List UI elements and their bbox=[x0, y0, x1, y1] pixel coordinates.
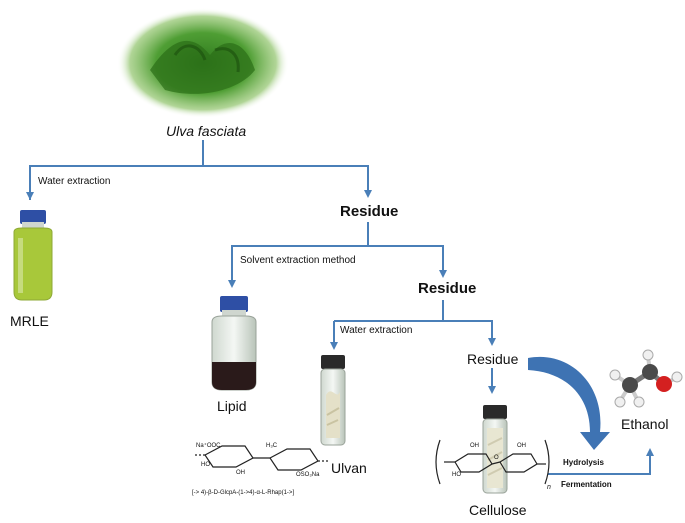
ulvan-tube bbox=[320, 355, 346, 446]
ulvan-group-oso3: OSO₃Na bbox=[296, 472, 320, 478]
connector-level-2 bbox=[231, 245, 447, 278]
step-solvent-extraction: Solvent extraction method bbox=[240, 255, 356, 266]
mrle-bottle bbox=[13, 210, 53, 301]
connector-level-3 bbox=[334, 320, 496, 346]
ulvan-structure bbox=[195, 445, 328, 471]
cellulose-group-ho: HO bbox=[452, 472, 461, 478]
lipid-bottle bbox=[211, 296, 257, 391]
ulvan-group-ho: HO bbox=[201, 462, 210, 468]
step-water-extraction-1: Water extraction bbox=[38, 176, 111, 187]
residue-2-label: Residue bbox=[418, 280, 477, 297]
curved-arrow bbox=[528, 356, 610, 450]
seaweed-photo bbox=[117, 8, 289, 118]
residue-3-label: Residue bbox=[467, 351, 519, 367]
step-fermentation: Fermentation bbox=[561, 480, 612, 489]
species-label: Ulva fasciata bbox=[166, 123, 247, 139]
step-water-extraction-2: Water extraction bbox=[340, 325, 413, 336]
cellulose-structure bbox=[435, 439, 550, 485]
ethanol-molecule bbox=[609, 349, 683, 408]
step-hydrolysis: Hydrolysis bbox=[563, 458, 604, 467]
cellulose-tube bbox=[482, 405, 508, 494]
ulvan-repeat-unit: [-> 4)-β-D-GlcpA-(1->4)-α-L-Rhap(1->] bbox=[192, 490, 295, 496]
ethanol-label: Ethanol bbox=[621, 416, 669, 432]
lipid-label: Lipid bbox=[217, 398, 247, 414]
ulvan-label: Ulvan bbox=[331, 460, 367, 476]
ulvan-group-ch3: H₃C bbox=[266, 443, 278, 449]
cellulose-group-o: O bbox=[494, 455, 499, 461]
cellulose-group-oh-1: OH bbox=[470, 443, 479, 449]
ulvan-group-naooc: Na⁺OOC bbox=[196, 443, 221, 449]
cellulose-label: Cellulose bbox=[469, 502, 527, 518]
mrle-label: MRLE bbox=[10, 313, 49, 329]
arrow-to-ethanol bbox=[548, 448, 654, 475]
ulvan-group-oh: OH bbox=[236, 470, 245, 476]
cellulose-subscript: n bbox=[547, 484, 551, 491]
cellulose-group-oh-2: OH bbox=[517, 443, 526, 449]
flow-connectors bbox=[26, 140, 654, 475]
residue-1-label: Residue bbox=[340, 203, 399, 220]
